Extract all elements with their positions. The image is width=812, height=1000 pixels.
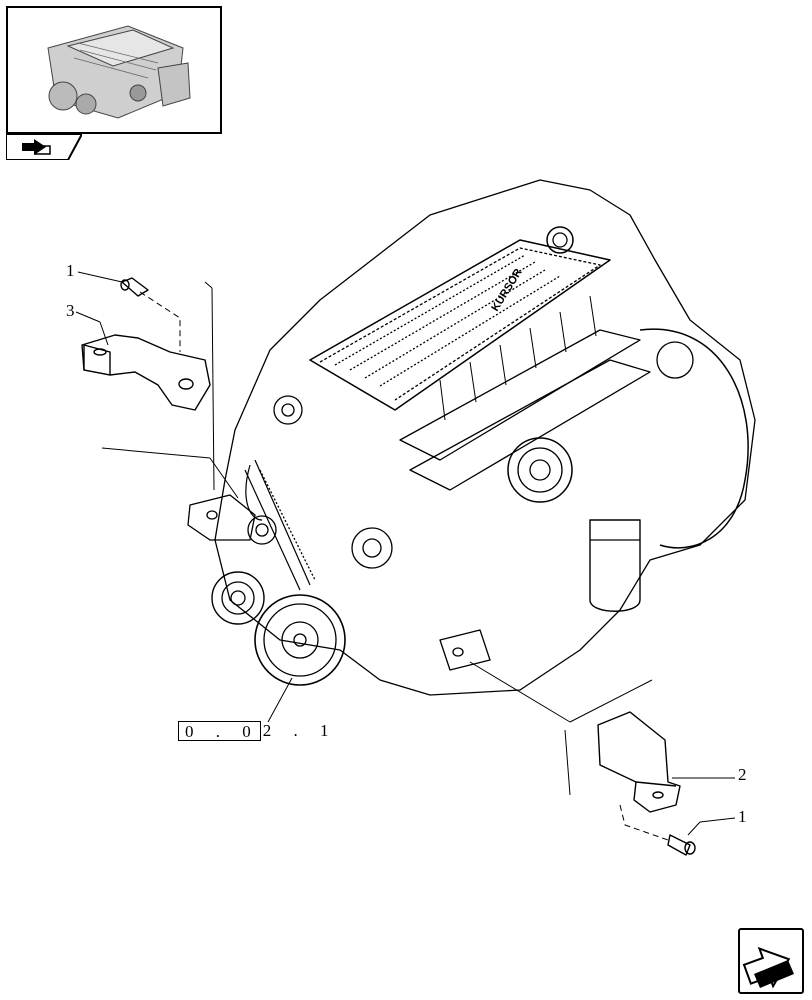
crank-pulley <box>254 594 346 686</box>
callout-2: 2 <box>738 765 747 784</box>
fan-pulley <box>211 571 265 625</box>
engine-thumbnail-icon <box>47 25 191 119</box>
callout-3: 3 <box>66 301 75 320</box>
callout-1-bottom: 1 <box>738 807 747 826</box>
reference-code-rest: 2 . 1 <box>262 721 338 740</box>
next-page-arrow-icon <box>742 946 794 989</box>
engine-thumbnail[interactable] <box>6 6 222 134</box>
bolt-bottom <box>667 834 691 856</box>
rear-mount-bracket <box>597 711 681 813</box>
valve-cover <box>309 239 611 411</box>
turbocharger <box>507 437 573 503</box>
drive-belt <box>244 459 311 591</box>
reference-code-boxed: 0 . 0 <box>178 721 261 741</box>
reference-code[interactable]: 0 . 0 2 . 1 <box>178 720 338 742</box>
front-mount-installed <box>187 494 256 541</box>
callout-1-top: 1 <box>66 261 75 280</box>
next-page-button[interactable] <box>738 928 804 994</box>
back-tab[interactable] <box>5 133 84 161</box>
arrow-back-icon <box>5 133 84 161</box>
engine-outline <box>214 179 756 696</box>
front-mount-bracket <box>81 334 211 411</box>
engine-logo: KURSOR <box>489 267 524 314</box>
bolt-top <box>121 277 149 297</box>
